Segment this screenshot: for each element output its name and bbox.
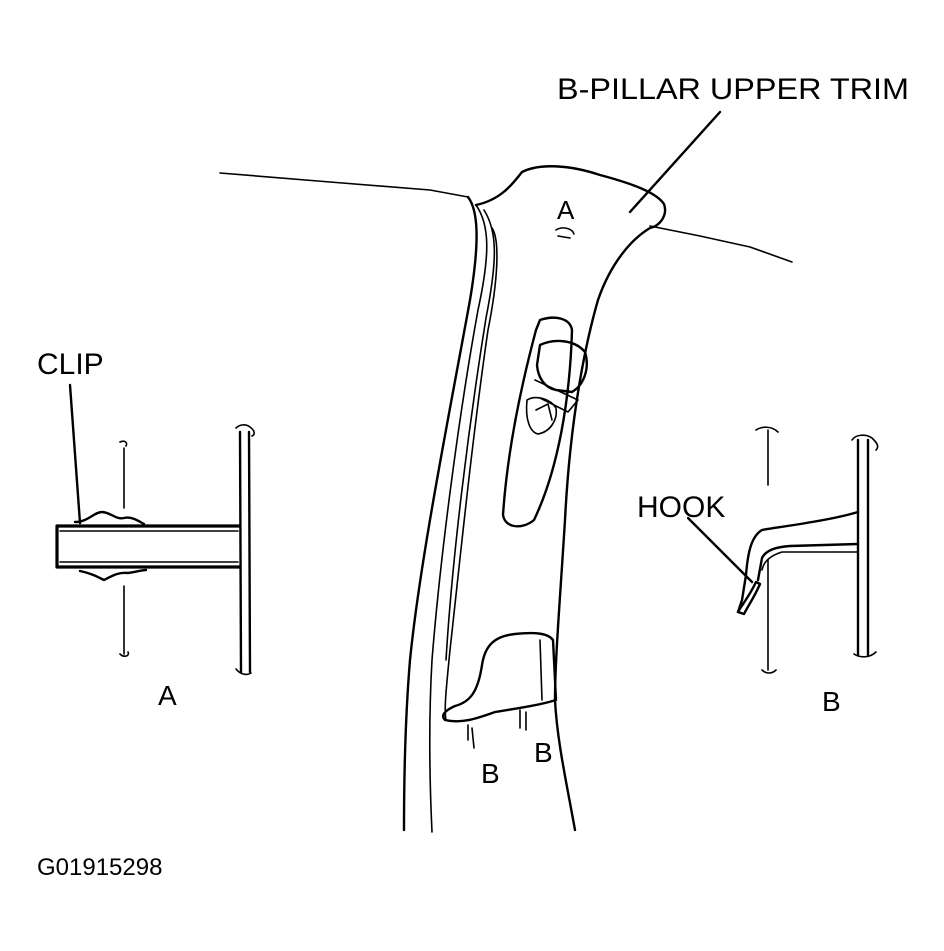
hook-bracket-top xyxy=(736,510,860,614)
roof-line-right xyxy=(649,225,793,263)
hook-panel-bottom xyxy=(853,651,877,658)
hook-leader-line xyxy=(686,516,754,584)
clip-label: CLIP xyxy=(37,348,104,381)
lower-trim-pocket-fold xyxy=(539,639,543,701)
clip-leader-line xyxy=(68,383,82,525)
pillar-edge-inner-1 xyxy=(428,204,488,833)
clip-mount-line xyxy=(119,440,128,509)
clip-detail-caption: A xyxy=(158,680,177,711)
belt-anchor xyxy=(535,339,588,394)
hook-detail xyxy=(686,426,879,674)
hook-pin-right xyxy=(519,709,527,731)
roof-line-left xyxy=(219,172,469,198)
pillar-edge-outer xyxy=(402,195,478,832)
hook-bracket-mid xyxy=(761,551,859,571)
clip-point-a-label: A xyxy=(557,195,575,225)
trim-body-outline xyxy=(474,165,667,702)
clip-stem-shade xyxy=(59,530,239,563)
hook-point-b-right-label: B xyxy=(534,737,553,768)
hook-panel-top xyxy=(851,434,879,451)
clip-panel-top xyxy=(235,424,255,437)
clip-wing-bottom xyxy=(78,568,148,582)
clip-panel-left xyxy=(238,430,243,674)
clip-panel-right xyxy=(247,430,252,674)
trim-slot xyxy=(501,316,574,528)
clip-panel-bottom xyxy=(235,668,252,676)
clip-detail xyxy=(55,383,255,676)
trim-left-edge xyxy=(444,227,498,721)
hook-detail-caption: B xyxy=(822,686,841,717)
hook-label: HOOK xyxy=(637,491,725,524)
belt-anchor-detail-3 xyxy=(535,403,553,421)
clip-stem xyxy=(55,524,242,569)
clip-mark-a xyxy=(555,227,575,239)
hook-point-b-left-label: B xyxy=(481,758,500,789)
belt-anchor-detail-2 xyxy=(525,396,558,435)
trim-lower-right-edge xyxy=(553,698,577,832)
b-pillar-illustration xyxy=(219,110,793,833)
hook-mount-line-top xyxy=(755,426,779,486)
title-label: B-PILLAR UPPER TRIM xyxy=(557,73,909,106)
hook-pin-left xyxy=(467,724,475,749)
hook-tip xyxy=(736,580,762,616)
hook-bracket-bottom xyxy=(756,542,860,582)
figure-id: G01915298 xyxy=(37,854,162,881)
lower-trim-pocket xyxy=(442,631,558,723)
pillar-edge-inner-2 xyxy=(445,209,496,661)
hook-mount-line-bottom xyxy=(761,559,777,674)
title-leader-line xyxy=(628,110,722,214)
clip-mount-line-lower xyxy=(119,585,130,657)
clip-wing-top xyxy=(73,510,146,526)
